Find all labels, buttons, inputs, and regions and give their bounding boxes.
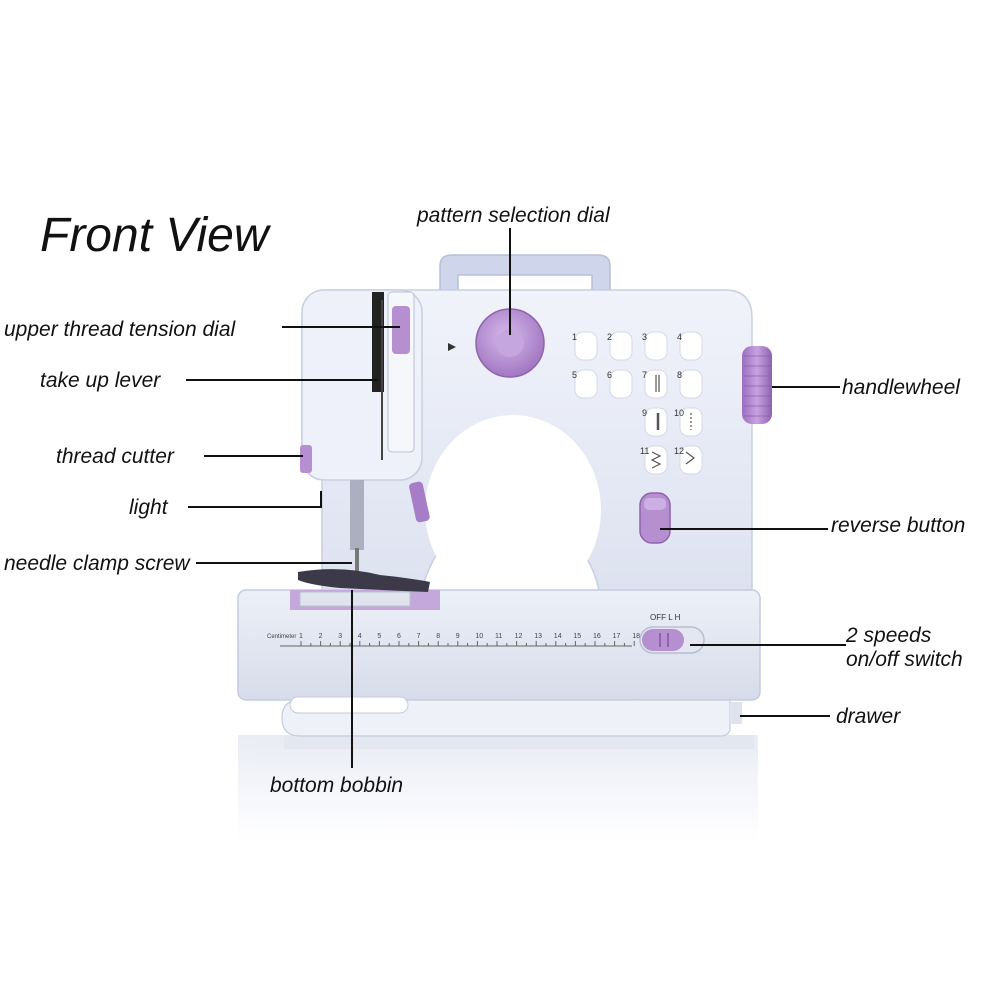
ruler-number: 11 — [495, 633, 502, 640]
label-upper-thread-tension-dial: upper thread tension dial — [4, 318, 236, 341]
ruler-number: 12 — [515, 633, 523, 640]
ruler-number: 10 — [475, 633, 483, 640]
stitch-number: 3 — [642, 332, 647, 342]
label-light: light — [129, 496, 168, 519]
stitch-number: 9 — [642, 408, 647, 418]
label-reverse-button: reverse button — [831, 514, 966, 537]
stitch-number: 2 — [607, 332, 612, 342]
label-pattern-selection-dial: pattern selection dial — [417, 204, 610, 227]
stitch-number: 8 — [677, 370, 682, 380]
label-speed-line1: 2 speeds — [846, 624, 932, 647]
label-handlewheel: handlewheel — [842, 376, 960, 399]
ruler-number: 4 — [358, 633, 362, 640]
stitch-number: 11 — [640, 446, 649, 456]
stitch-number: 5 — [572, 370, 577, 380]
stitch-number: 4 — [677, 332, 682, 342]
label-take-up-lever: take up lever — [40, 369, 161, 392]
label-needle-clamp-screw: needle clamp screw — [4, 552, 190, 575]
stitch-number: 10 — [674, 408, 684, 418]
arm-opening — [425, 415, 601, 605]
switch-text: OFF L H — [650, 613, 681, 622]
ruler-number: 9 — [456, 633, 460, 640]
ruler-number: 13 — [534, 633, 542, 640]
ruler-number: 14 — [554, 633, 562, 640]
label-thread-cutter: thread cutter — [56, 445, 174, 468]
label-speed-line2: on/off switch — [846, 648, 963, 672]
label-bottom-bobbin: bottom bobbin — [270, 774, 404, 797]
label-drawer: drawer — [836, 705, 901, 728]
reflection — [238, 735, 758, 843]
ruler-title: Centimeter — [267, 634, 296, 640]
stitch-number: 7 — [642, 370, 647, 380]
ruler-number: 3 — [338, 633, 342, 640]
stitch-number: 12 — [674, 446, 684, 456]
ruler-number: 17 — [613, 633, 621, 640]
stitch-number: 6 — [607, 370, 612, 380]
ruler-number: 8 — [436, 633, 440, 640]
label-speed-switch: 2 speeds on/off switch — [846, 624, 963, 672]
ruler-number: 7 — [417, 633, 421, 640]
page-title: Front View — [40, 209, 269, 262]
ruler-number: 5 — [377, 633, 381, 640]
ruler-number: 2 — [319, 633, 323, 640]
ruler-number: 15 — [573, 633, 581, 640]
ruler-number: 1 — [299, 633, 303, 640]
stitch-number: 1 — [572, 332, 577, 342]
ruler-number: 18 — [632, 633, 640, 640]
ruler-number: 6 — [397, 633, 401, 640]
ruler-number: 16 — [593, 633, 601, 640]
